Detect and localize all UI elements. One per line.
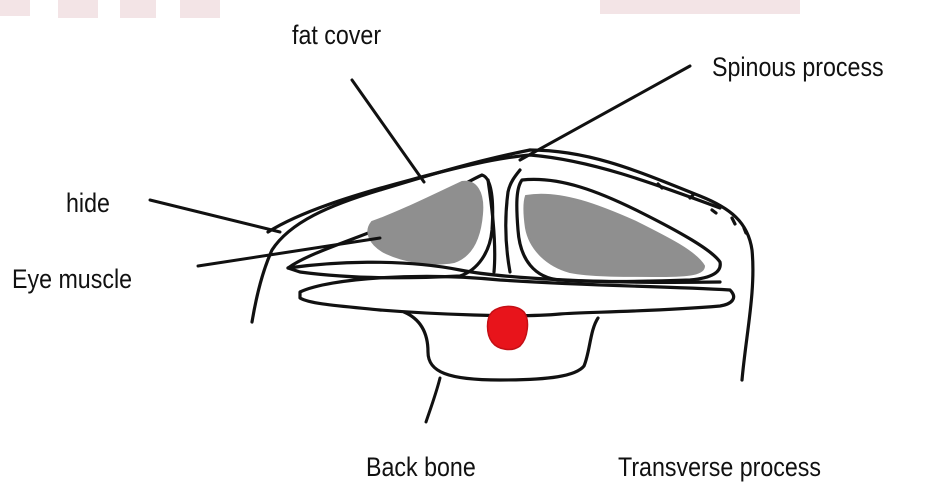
label-transverse-process: Transverse process <box>618 452 821 483</box>
spinal-cord <box>488 306 528 349</box>
label-eye-muscle: Eye muscle <box>12 264 132 295</box>
spinous-process-shape <box>488 170 520 272</box>
label-fat-cover: fat cover <box>292 20 381 51</box>
watermark-strip <box>0 0 800 18</box>
label-back-bone: Back bone <box>366 452 476 483</box>
left-eye-muscle <box>368 182 482 264</box>
label-spinous-process: Spinous process <box>712 52 884 83</box>
leader-spinous-process <box>520 66 690 160</box>
leader-fat-cover <box>352 80 424 182</box>
label-hide: hide <box>66 188 110 219</box>
leader-hide <box>150 200 280 232</box>
right-eye-muscle <box>525 195 705 276</box>
leader-back-bone <box>426 378 440 422</box>
